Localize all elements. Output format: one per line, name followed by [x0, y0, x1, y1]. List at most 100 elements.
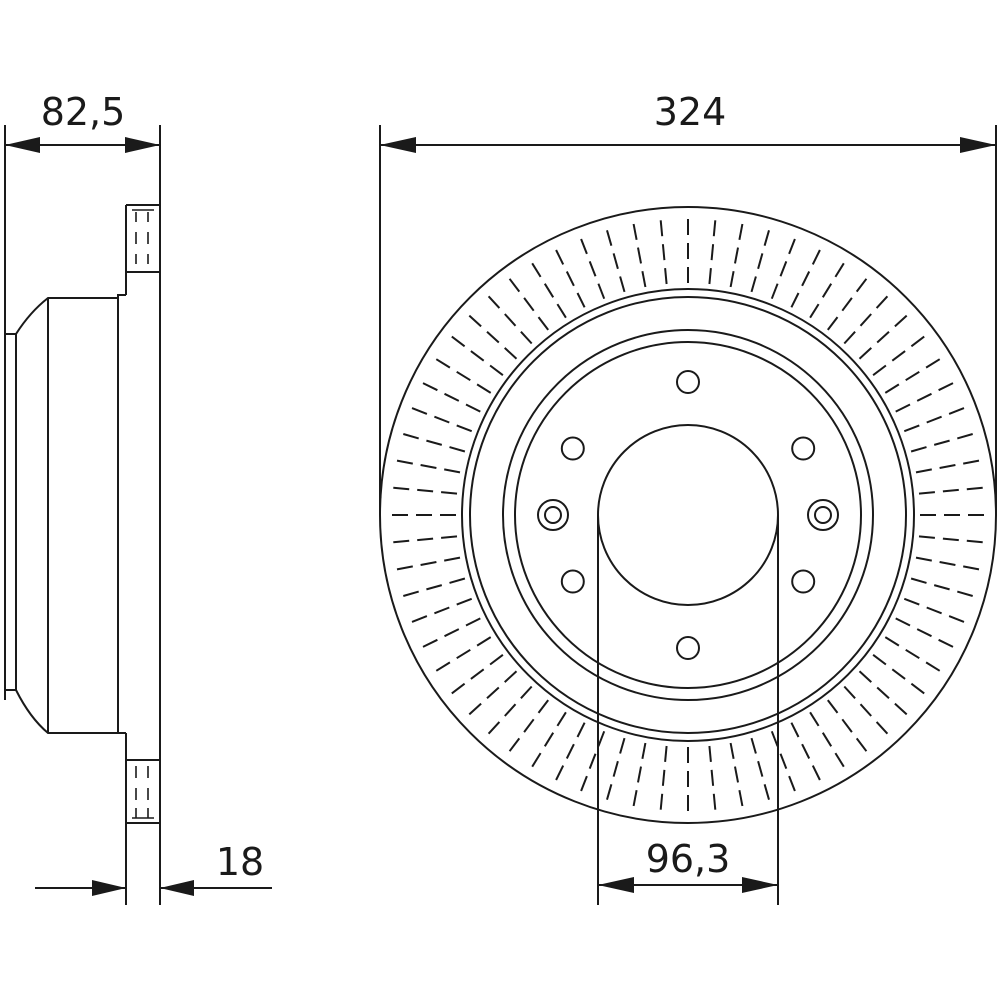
- vent-slot: [468, 314, 518, 360]
- vent-slot: [396, 556, 461, 571]
- vent-slot: [915, 556, 980, 571]
- vent-slot: [580, 730, 606, 792]
- hat-step-inner: [514, 341, 862, 689]
- vent-hatch-top: [132, 209, 154, 264]
- vent-slot: [872, 335, 925, 376]
- vent-slot: [915, 459, 980, 474]
- bolt-hole: [676, 370, 700, 394]
- vent-slot: [750, 737, 770, 800]
- vent-slot: [435, 358, 492, 394]
- vent-slot: [580, 238, 606, 300]
- bolt-holes: [537, 370, 839, 660]
- vent-slot: [884, 636, 941, 672]
- diameter-dimension: 324: [379, 90, 997, 515]
- vent-slot: [393, 486, 458, 495]
- friction-ring-outline: [125, 204, 160, 824]
- vent-slot: [393, 535, 458, 544]
- vent-slots: [392, 219, 984, 811]
- vent-slot: [659, 745, 668, 810]
- locating-hole: [537, 499, 569, 531]
- vent-slot: [827, 278, 868, 331]
- vent-slot: [790, 249, 821, 308]
- vent-slot: [508, 278, 549, 331]
- vent-slot: [809, 262, 845, 319]
- hub-face: [4, 333, 16, 691]
- vent-slot: [435, 636, 492, 672]
- vent-slot: [918, 535, 983, 544]
- vent-slot: [895, 382, 954, 413]
- vent-slot: [872, 654, 925, 695]
- vent-slot: [422, 382, 481, 413]
- vent-slot: [903, 407, 965, 433]
- bolt-hole: [560, 569, 585, 594]
- vent-slot: [708, 220, 717, 285]
- vent-slot: [468, 670, 518, 716]
- friction-inner-edge: [461, 288, 915, 742]
- vent-slot: [895, 617, 954, 648]
- bolt-hole: [791, 569, 816, 594]
- vent-slot: [729, 223, 744, 288]
- vent-slot: [827, 699, 868, 752]
- disc-outer-edge: [379, 206, 997, 824]
- vent-slot: [750, 230, 770, 293]
- thickness-value: 18: [216, 840, 264, 884]
- vent-slot: [411, 407, 473, 433]
- vent-slot: [451, 335, 504, 376]
- front-view: [379, 206, 997, 824]
- side-view: [4, 125, 161, 905]
- vent-slot: [411, 597, 473, 623]
- vent-hatch-bottom: [132, 766, 154, 819]
- hat-body: [15, 297, 118, 734]
- vent-slot: [903, 597, 965, 623]
- vent-slot: [632, 223, 647, 288]
- center-bore: [597, 424, 779, 606]
- hat-flange: [117, 294, 126, 734]
- vent-slot: [531, 711, 567, 768]
- locating-hole: [544, 506, 562, 524]
- vent-slot: [396, 459, 461, 474]
- thickness-dimension: 18: [35, 823, 272, 905]
- vent-slot: [910, 577, 973, 597]
- vent-slot: [508, 699, 549, 752]
- vent-slot: [843, 685, 889, 735]
- bolt-hole: [676, 636, 700, 660]
- vent-slot: [403, 577, 466, 597]
- vent-slot: [910, 433, 973, 453]
- locating-hole: [807, 499, 839, 531]
- vent-slot: [531, 262, 567, 319]
- hat-step-outer: [502, 329, 874, 701]
- offset-value: 82,5: [41, 90, 126, 134]
- vent-slot: [555, 722, 586, 781]
- vent-slot: [770, 238, 796, 300]
- vent-slot: [884, 358, 941, 394]
- vent-slot: [403, 433, 466, 453]
- vent-slot: [708, 745, 717, 810]
- center-bore-dimension: 96,3: [597, 515, 779, 905]
- vent-slot: [555, 249, 586, 308]
- diameter-value: 324: [654, 90, 727, 134]
- vent-slot: [451, 654, 504, 695]
- hat-outer-edge: [469, 296, 907, 734]
- vent-slot: [843, 295, 889, 345]
- bolt-hole: [560, 436, 585, 461]
- bolt-hole: [791, 436, 816, 461]
- vent-slot: [858, 314, 908, 360]
- vent-slot: [659, 220, 668, 285]
- vent-slot: [770, 730, 796, 792]
- locating-hole: [814, 506, 832, 524]
- offset-dimension: 82,5: [5, 90, 160, 153]
- vent-slot: [632, 742, 647, 807]
- vent-slot: [487, 295, 533, 345]
- vent-slot: [858, 670, 908, 716]
- vent-slot: [918, 486, 983, 495]
- vent-slot: [729, 742, 744, 807]
- vent-slot: [422, 617, 481, 648]
- center-bore-value: 96,3: [646, 837, 731, 881]
- vent-slot: [606, 737, 626, 800]
- vent-slot: [487, 685, 533, 735]
- vent-slot: [790, 722, 821, 781]
- vent-slot: [809, 711, 845, 768]
- vent-slot: [606, 230, 626, 293]
